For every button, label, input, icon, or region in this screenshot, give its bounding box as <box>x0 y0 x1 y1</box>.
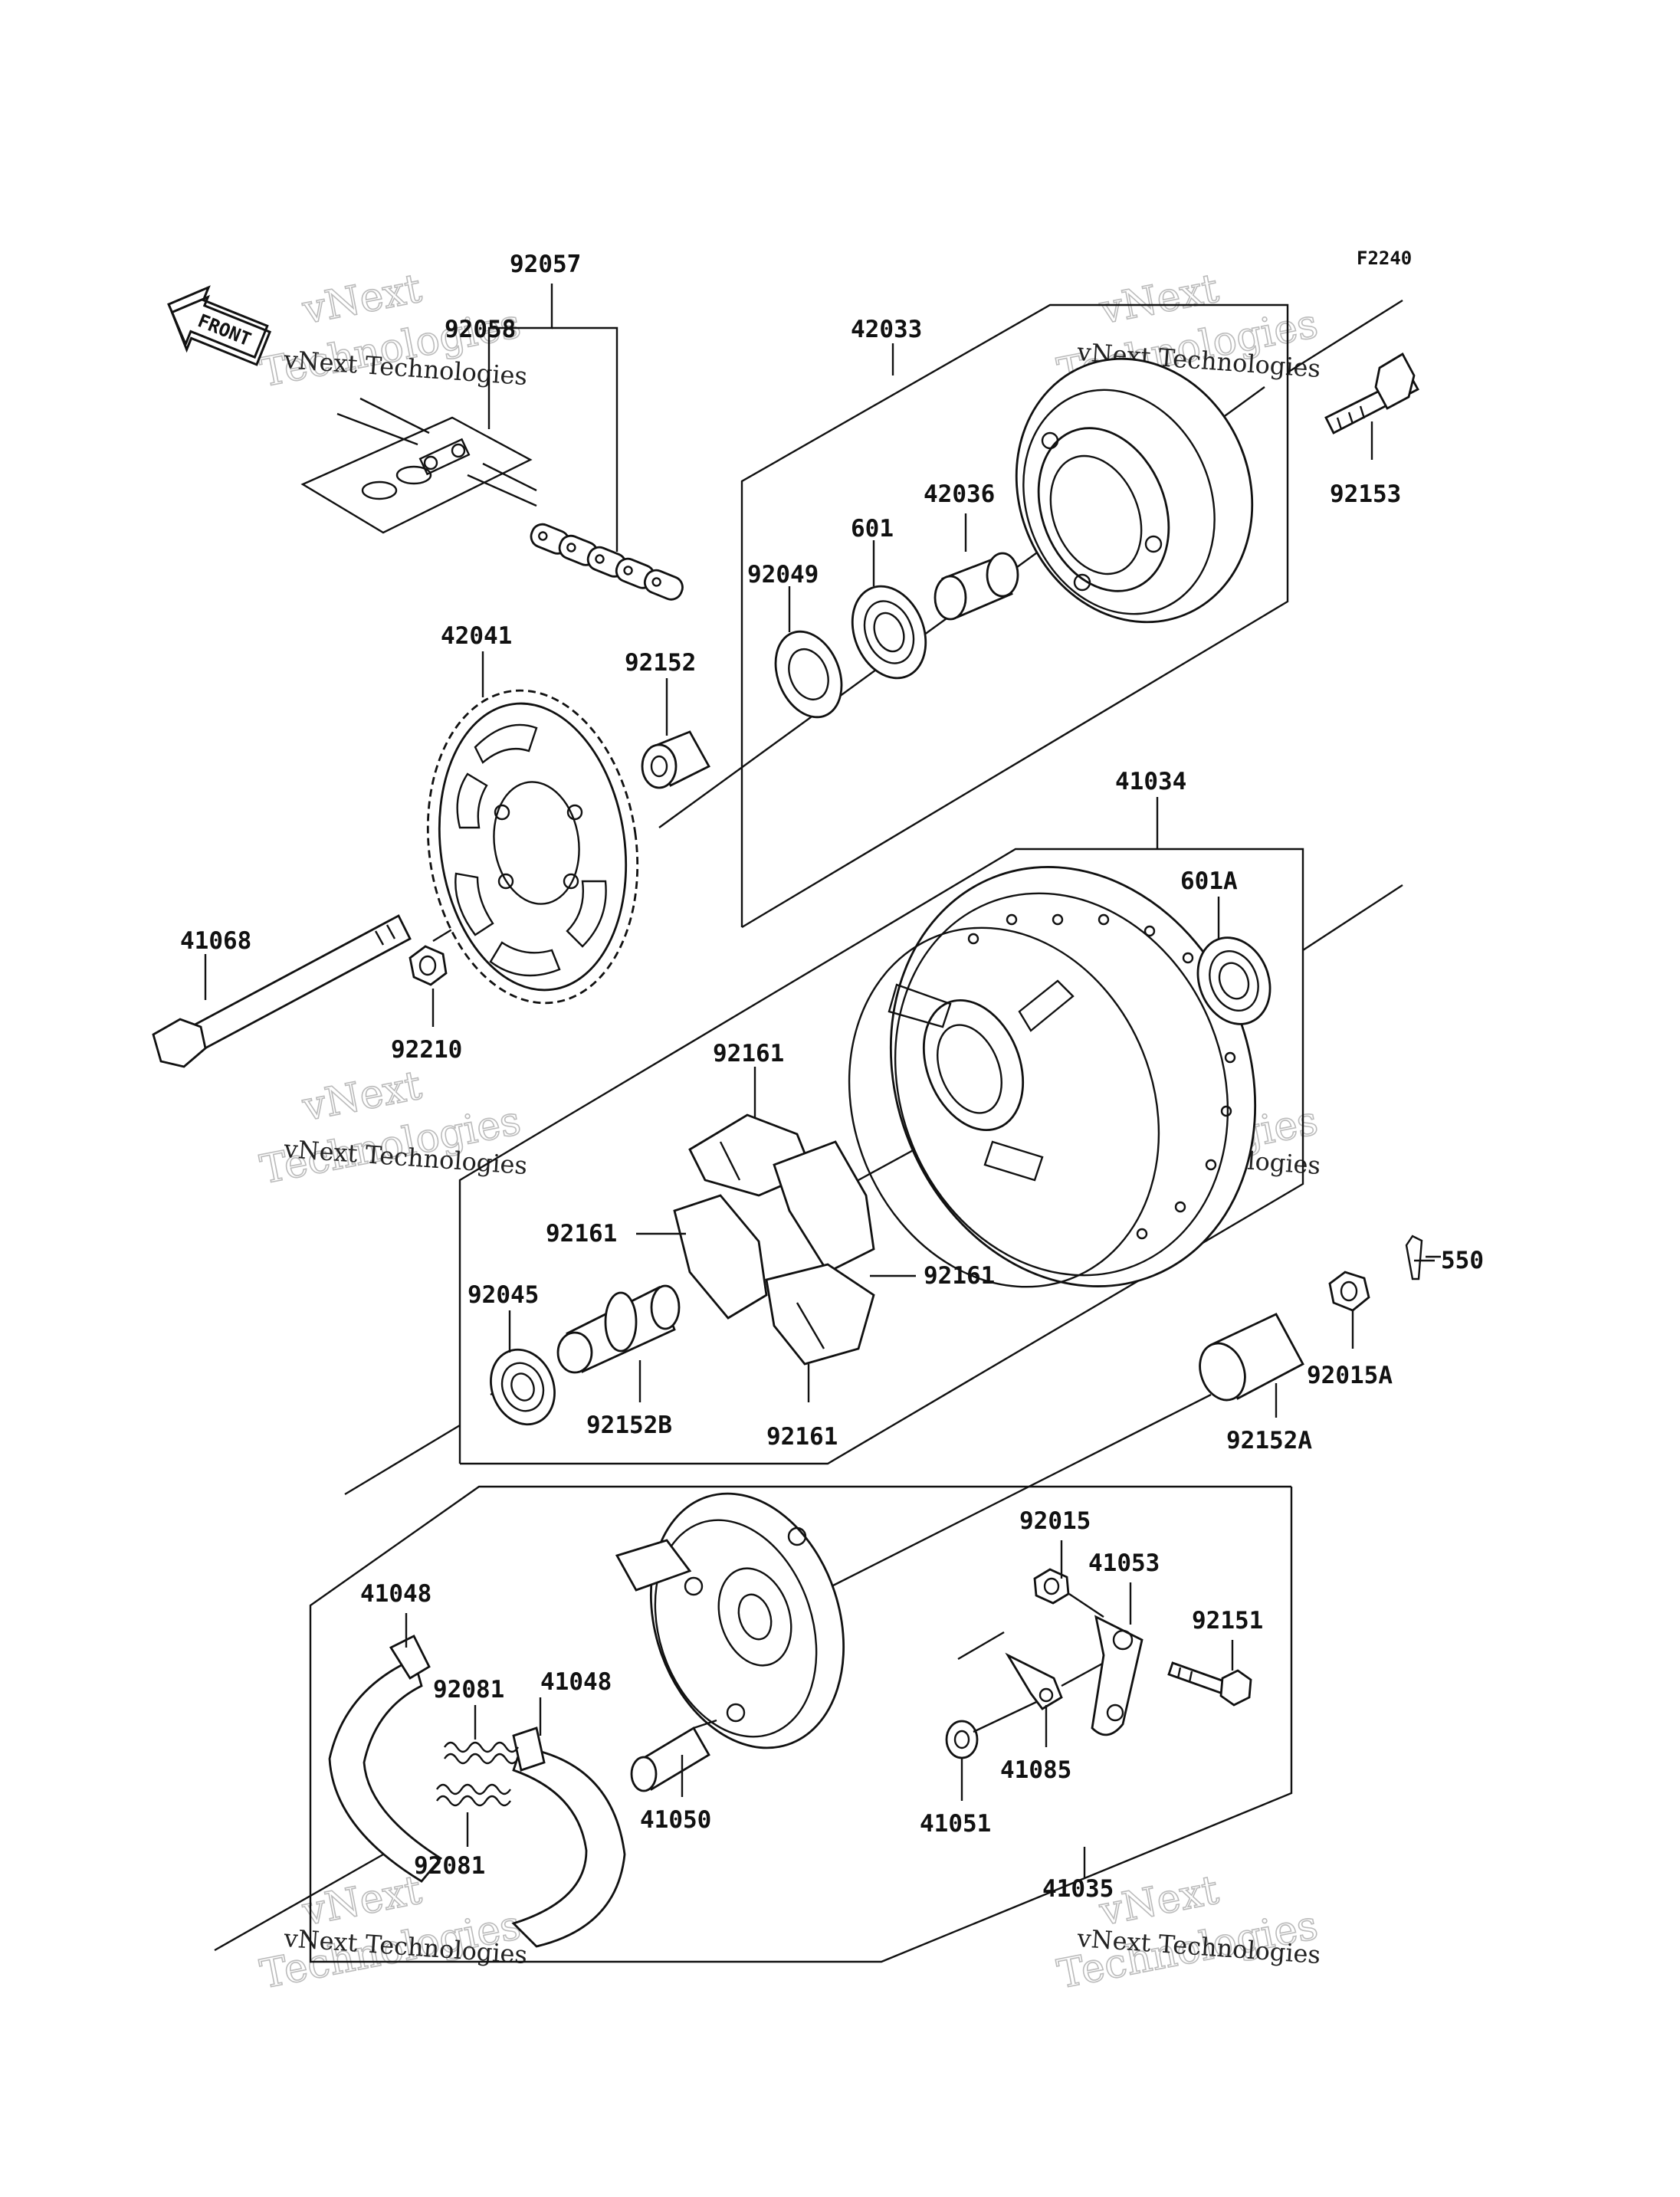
lever-41053-icon <box>1091 1615 1144 1736</box>
cotter-pin-550-icon <box>1405 1235 1441 1280</box>
part-label-92045: 92045 <box>468 1281 539 1309</box>
spring-92081-top-icon <box>444 1741 519 1765</box>
part-label-42036: 42036 <box>924 480 995 508</box>
part-label-92161: 92161 <box>766 1423 838 1451</box>
part-label-92152: 92152 <box>625 649 696 677</box>
chain-joint-box <box>300 397 537 534</box>
wheel-holes <box>967 913 1236 1240</box>
collar-92152b-icon <box>556 1284 681 1374</box>
bearing-601a-icon <box>1196 936 1271 1025</box>
indicator-41085-icon <box>1005 1652 1104 1710</box>
part-label-41048: 41048 <box>540 1668 612 1696</box>
bearing-601-icon <box>851 585 927 680</box>
part-label-92152a: 92152A <box>1226 1427 1312 1454</box>
part-label-92015a: 92015A <box>1307 1362 1393 1389</box>
part-label-41035: 41035 <box>1042 1875 1114 1903</box>
part-label-41051: 41051 <box>920 1810 991 1838</box>
bolt-92151-icon <box>1167 1661 1252 1707</box>
wheel-41034-icon <box>848 866 1257 1288</box>
nut-92015-icon <box>1033 1568 1104 1618</box>
part-label-41068: 41068 <box>180 927 251 955</box>
part-label-92153: 92153 <box>1330 480 1401 508</box>
assembly-outline-41035 <box>309 1485 1293 1963</box>
part-label-41053: 41053 <box>1088 1549 1160 1577</box>
bolt-92153-icon <box>1324 353 1419 434</box>
part-label-92151: 92151 <box>1192 1607 1263 1635</box>
brake-panel-41035-icon <box>615 1492 845 1749</box>
sprocket-42041-icon <box>426 689 639 1005</box>
part-label-41034: 41034 <box>1115 768 1186 795</box>
nut-92210-icon <box>409 945 448 986</box>
bearing-92045-icon <box>490 1348 556 1426</box>
collar-92152a-icon <box>1199 1313 1304 1402</box>
chain-icon <box>530 523 684 601</box>
front-arrow-icon: FRONT <box>167 285 272 366</box>
part-label-42033: 42033 <box>851 316 922 343</box>
part-label-92161: 92161 <box>546 1220 617 1248</box>
nut-92015a-icon <box>1328 1271 1370 1312</box>
hub-42033-icon <box>1015 357 1254 624</box>
part-label-41048: 41048 <box>360 1580 431 1608</box>
part-label-92081: 92081 <box>433 1676 504 1703</box>
part-label-92210: 92210 <box>391 1036 462 1064</box>
part-label-601: 601 <box>851 515 894 543</box>
collar-42036-icon <box>934 552 1019 621</box>
part-label-92081: 92081 <box>414 1852 485 1880</box>
part-label-41085: 41085 <box>1000 1756 1071 1784</box>
spring-92081-bottom-icon <box>436 1783 511 1807</box>
figure-code: F2240 <box>1357 248 1412 269</box>
camshaft-41050-icon <box>630 1719 717 1792</box>
part-label-92049: 92049 <box>747 561 819 589</box>
part-label-92015: 92015 <box>1019 1507 1091 1535</box>
leader-lines <box>204 284 1435 1877</box>
assembly-outline-42033 <box>740 303 1289 929</box>
part-label-550: 550 <box>1441 1247 1484 1274</box>
washer-41051-icon <box>945 1696 1047 1759</box>
part-label-92058: 92058 <box>445 316 516 343</box>
collar-92152-icon <box>641 730 710 789</box>
part-label-601a: 601A <box>1180 867 1238 895</box>
part-label-92152b: 92152B <box>586 1412 672 1439</box>
part-label-42041: 42041 <box>441 622 512 650</box>
damper-92161-icon <box>673 1113 875 1366</box>
part-label-92161: 92161 <box>924 1262 995 1290</box>
brake-shoe-41048-left-icon <box>328 1635 443 1883</box>
axle-41068-icon <box>152 914 412 1068</box>
assembly-outline-41034 <box>458 848 1304 1465</box>
part-label-92057: 92057 <box>510 251 581 278</box>
part-label-92161: 92161 <box>713 1040 784 1067</box>
seal-92049-icon <box>774 630 843 719</box>
part-label-41050: 41050 <box>640 1806 711 1834</box>
brake-shoe-41048-right-icon <box>511 1726 626 1948</box>
part-labels: F2240 92057 92058 42033 92153 42036 601 … <box>180 248 1484 1903</box>
